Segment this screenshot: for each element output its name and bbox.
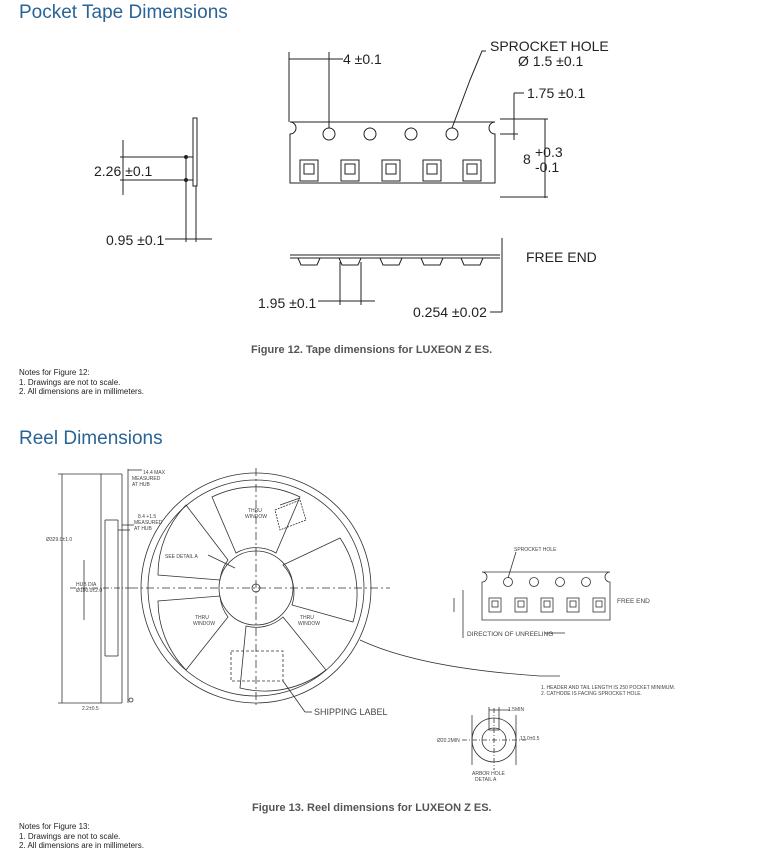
notes-figure12: Notes for Figure 12: 1. Drawings are not… [19,368,144,397]
pocket-depth-dim: 2.26 ±0.1 [94,163,152,179]
pitch-dim: 4 ±0.1 [343,51,382,67]
note-item: 1. Drawings are not to scale. [19,831,121,841]
see-detail-a: SEE DETAIL A [165,554,198,560]
thru-window-left-2: WINDOW [193,621,215,627]
thru-window-top-1: THRU [248,508,262,514]
note-item: 1. Drawings are not to scale. [19,377,121,387]
reel-note-2: 2. CATHODE IS FACING SPROCKET HOLE. [541,691,642,697]
figure13-caption: Figure 13. Reel dimensions for LUXEON Z … [252,802,492,814]
arbor-dia: Ø20.2MIN [437,738,460,744]
sprocket-hole-dia: Ø 1.5 ±0.1 [518,53,583,69]
reel-sprocket-hole: SPROCKET HOLE [514,547,557,553]
tape-width-tol-plus: +0.3 [535,144,563,160]
arbor-hole-dim: 13.0±0.5 [520,736,540,742]
note-item: 2. All dimensions are in millimeters. [19,841,144,850]
notes-heading: Notes for Figure 12: [19,368,90,377]
reel-max-width: 14.4 MAX [143,470,166,476]
reel-hub-dia2: Ø100.0±2.0 [76,588,102,594]
reel-note-1: 1. HEADER AND TAIL LENGTH IS 250 POCKET … [541,685,675,691]
reel-hub-width: 8.4 +1.5 [138,514,156,520]
thru-window-top-2: WINDOW [245,514,267,520]
reel-diameter: Ø329.0±1.0 [46,537,72,543]
note-item: 2. All dimensions are in millimeters. [19,387,144,396]
edge-offset-dim: 1.75 ±0.1 [527,85,585,101]
arbor-hole-label2: DETAIL A [475,777,497,783]
reel-hub-dia1: HUB DIA [76,582,97,588]
thru-window-right-2: WINDOW [298,621,320,627]
pocket-width-dim: 1.95 ±0.1 [258,295,316,311]
direction-of-unreeling: DIRECTION OF UNREELING [467,631,553,638]
figure12-caption: Figure 12. Tape dimensions for LUXEON Z … [251,344,493,356]
tape-width-dim: 8 [523,151,531,167]
thru-window-left-1: THRU [195,615,209,621]
reel-flange-dim: 2.2±0.5 [82,706,99,712]
reel-hub-width-note1: MEASURED [134,520,163,526]
reel-free-end: FREE END [617,598,650,605]
side-thickness-dim: 0.95 ±0.1 [106,232,164,248]
arbor-min: 1.5MIN [508,707,525,713]
notes-heading: Notes for Figure 13: [19,822,90,831]
sprocket-hole-label: SPROCKET HOLE [490,38,609,54]
free-end-label: FREE END [526,249,597,265]
section-title-reel: Reel Dimensions [19,428,163,449]
tape-thickness-dim: 0.254 ±0.02 [413,304,487,320]
reel-hub-width-note2: AT HUB [134,526,153,532]
notes-figure13: Notes for Figure 13: 1. Drawings are not… [19,822,144,851]
arbor-hole-label1: ARBOR HOLE [472,771,505,777]
section-title-pocket-tape: Pocket Tape Dimensions [19,2,228,23]
reel-max-width-note1: MEASURED [132,476,161,482]
thru-window-right-1: THRU [300,615,314,621]
tape-width-tol-minus: -0.1 [535,159,559,175]
reel-max-width-note2: AT HUB [132,482,151,488]
shipping-label: SHIPPING LABEL [314,707,388,717]
